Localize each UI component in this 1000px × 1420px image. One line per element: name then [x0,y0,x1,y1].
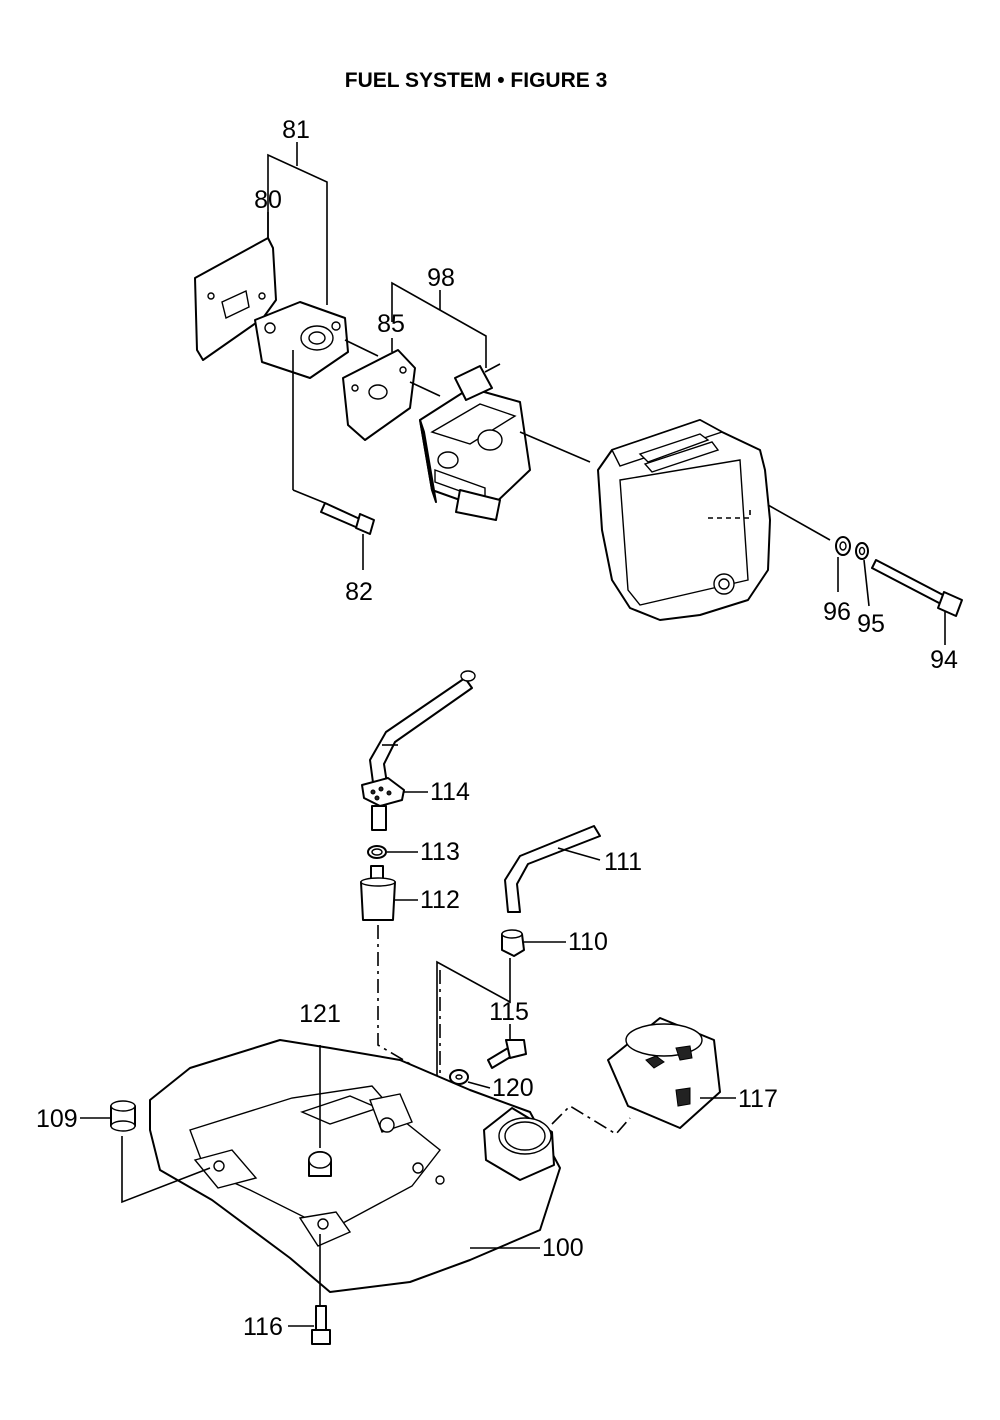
callout-98: 98 [427,264,455,292]
callout-94: 94 [930,646,958,674]
figure-title: FUEL SYSTEM • FIGURE 3 [345,69,608,92]
part-82-bolt [292,350,375,570]
part-110-fuel-vent [501,929,566,957]
callout-120: 120 [492,1074,534,1102]
callout-112: 112 [420,886,460,914]
callout-95: 95 [857,610,885,638]
part-85-carburetor-gasket [342,338,441,441]
fuel-tank-neck [483,1104,631,1181]
callout-117: 117 [738,1085,778,1113]
part-94-long-bolt [871,559,963,645]
callout-115: 115 [489,998,529,1026]
callout-82: 82 [345,578,373,606]
part-117-fuel-cap [607,1017,736,1129]
carburetor [419,363,591,521]
bracket-98 [391,281,487,368]
callout-114: 114 [430,778,470,806]
callout-110: 110 [568,928,608,956]
air-filter-cover [597,419,831,621]
callout-116: 116 [243,1313,283,1341]
callout-100: 100 [542,1234,584,1262]
callout-121: 121 [299,1000,341,1028]
insulator-block [254,301,379,379]
callout-109: 109 [36,1105,78,1133]
part-113-o-ring [367,845,418,859]
callout-111: 111 [604,848,642,876]
callout-113: 113 [420,838,460,866]
part-80-insulator-plate [194,212,277,361]
callout-80: 80 [254,186,282,214]
part-116-screw [288,1234,331,1345]
bracket-81 [267,142,328,305]
part-109-grommet [80,1100,211,1204]
part-114-fuel-filter [361,777,428,831]
part-95-lock-washer [855,542,870,607]
part-115-bolt [487,1024,527,1069]
part-111-return-hose [504,825,601,913]
part-112-grommet [360,865,418,921]
part-96-washer [835,536,851,592]
callout-81: 81 [282,116,310,144]
fuel-line-hose [369,670,476,791]
part-121-spacer [308,1045,332,1177]
callout-96: 96 [823,598,851,626]
callout-85: 85 [377,310,405,338]
